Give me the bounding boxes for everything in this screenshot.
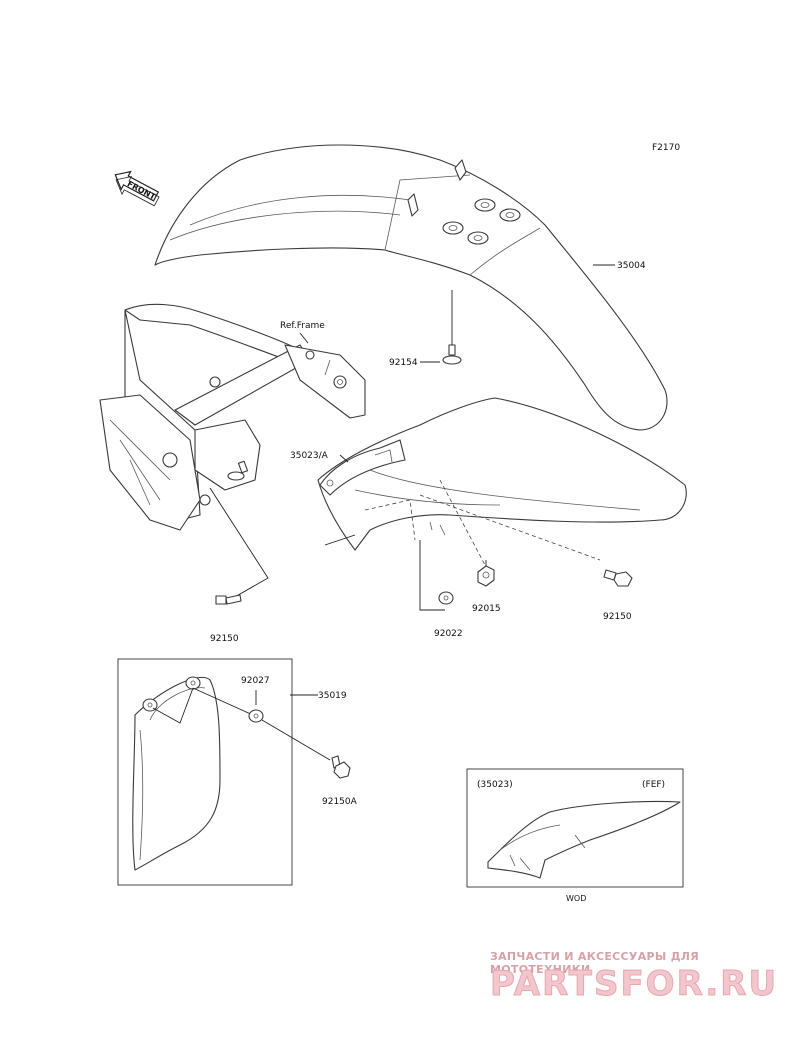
label-92150-right: 92150 bbox=[603, 612, 632, 622]
label-92150-left: 92150 bbox=[210, 634, 239, 644]
bolt-92150-left bbox=[215, 594, 242, 605]
label-92154: 92154 bbox=[389, 358, 418, 368]
label-35023a: 35023/A bbox=[290, 451, 329, 461]
label-92015: 92015 bbox=[472, 604, 501, 614]
inset-caption: WOD bbox=[566, 894, 586, 903]
mudguard-box bbox=[117, 658, 293, 886]
inset-variant: (FEF) bbox=[642, 780, 665, 790]
frame-reference bbox=[99, 303, 366, 531]
watermark-tagline: ЗАПЧАСТИ И АКСЕССУАРЫ ДЛЯ МОТОТЕХНИКИ bbox=[490, 950, 700, 976]
mudguard-35019 bbox=[132, 676, 256, 871]
nut-92015 bbox=[477, 560, 495, 587]
label-35004: 35004 bbox=[617, 261, 646, 271]
washer-92022 bbox=[438, 591, 454, 605]
ref-frame-label: Ref.Frame bbox=[280, 321, 325, 331]
fender-35023a bbox=[317, 397, 687, 566]
label-35019: 35019 bbox=[318, 691, 347, 701]
bolt-92154 bbox=[442, 290, 462, 365]
front-arrow-icon: FRONT bbox=[114, 170, 160, 207]
figure-code: F2170 bbox=[652, 143, 680, 153]
bolt-92150-right bbox=[603, 569, 633, 587]
inset-fender bbox=[487, 800, 681, 879]
inset-part-ref: (35023) bbox=[477, 780, 513, 790]
fender-35004 bbox=[154, 144, 668, 431]
washer-92027 bbox=[248, 690, 264, 723]
watermark-logo: PARTSFOR.RU bbox=[489, 964, 779, 1005]
bolt-92150a bbox=[331, 755, 351, 779]
label-92022: 92022 bbox=[434, 629, 463, 639]
inset-box bbox=[466, 768, 684, 888]
label-92027: 92027 bbox=[241, 676, 270, 686]
frame-bolt bbox=[227, 460, 249, 481]
label-92150a: 92150A bbox=[322, 797, 358, 807]
